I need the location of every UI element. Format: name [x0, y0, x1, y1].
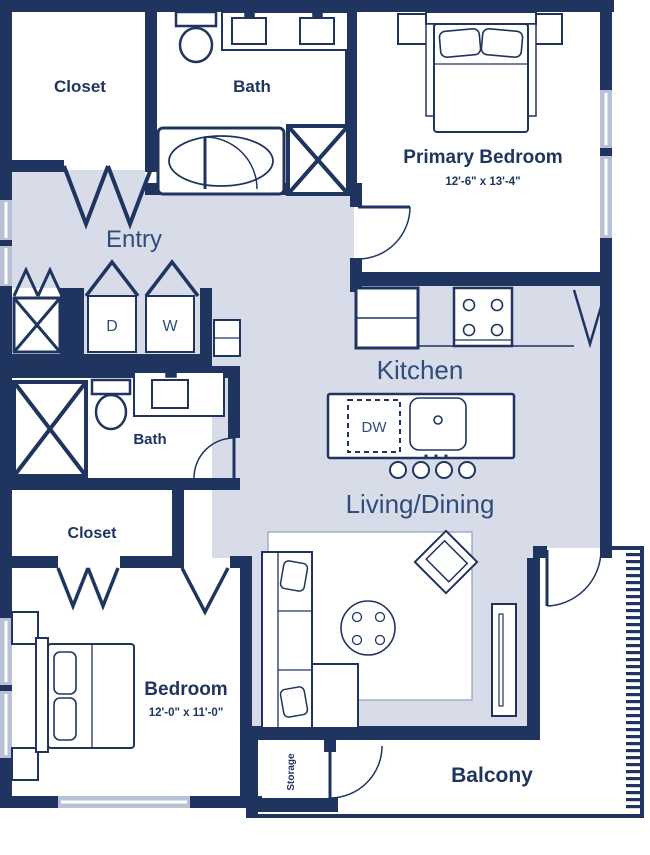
primary-bed-group: [397, 11, 563, 133]
washer-label: W: [162, 318, 178, 335]
primary-bedroom-label: Primary Bedroom: [403, 147, 562, 168]
bath-top-fixtures: [156, 10, 350, 196]
balcony-screen: [626, 552, 640, 812]
linen-shelf-icon: [12, 296, 62, 354]
refrigerator-icon: [354, 286, 420, 350]
bedroom-bed-group: [11, 611, 135, 781]
windows: [0, 90, 612, 808]
toilet-icon: [174, 10, 218, 64]
pillow-icon: [438, 28, 482, 58]
living-group: [261, 529, 517, 729]
linen-doors: [12, 266, 40, 297]
closet-top-label: Closet: [54, 77, 106, 96]
pillow-icon: [279, 686, 309, 718]
window-entry-left: [0, 200, 12, 286]
pillow-icon: [480, 28, 524, 58]
sink-icon: [409, 397, 467, 458]
vanity-icon: [133, 371, 225, 417]
nightstand-icon: [397, 13, 431, 45]
bathtub-icon: [156, 126, 286, 196]
dishwasher-label: DW: [362, 419, 388, 436]
media-console: [491, 603, 517, 717]
kitchen-group: [213, 286, 608, 479]
washer-box: [145, 295, 195, 353]
closet-top-doors: [106, 165, 154, 230]
dryer-box: [87, 295, 137, 353]
range-icon: [452, 286, 514, 348]
window-bedroom-bottom: [58, 796, 190, 808]
bath-second-door: [193, 437, 236, 479]
bed-rail: [527, 23, 537, 117]
living-dining-label: Living/Dining: [346, 489, 495, 519]
storage-label: Storage: [286, 753, 297, 791]
bed-headboard: [35, 637, 49, 753]
primary-bedroom-door: [357, 205, 411, 260]
coffee-table: [340, 600, 396, 656]
closet-second-doors: [56, 567, 90, 611]
nightstand-icon: [11, 747, 39, 781]
storage-door: [328, 745, 383, 799]
laundry-bifold-doors: [84, 259, 140, 298]
accent-chair: [413, 529, 479, 595]
double-vanity-icon: [221, 11, 349, 51]
kitchen-island: [326, 392, 516, 479]
dryer-label: D: [106, 318, 118, 335]
dishwasher-box: [347, 399, 401, 453]
closet-second-doors: [86, 567, 120, 611]
bath-top-door: [203, 136, 258, 190]
linen-doors: [36, 266, 64, 297]
window-bedroom-left: [0, 618, 12, 758]
walls: [0, 0, 644, 818]
laundry-group: [12, 295, 195, 354]
bedroom-label: Bedroom: [144, 679, 227, 700]
bed-headboard: [425, 11, 537, 25]
laundry-bifold-doors: [144, 259, 200, 298]
bed-rail: [425, 23, 435, 117]
pillow-icon: [53, 697, 77, 741]
nightstand-icon: [11, 611, 39, 645]
pantry-door: [572, 289, 608, 349]
bedroom-door: [180, 567, 230, 616]
pillow-icon: [279, 560, 309, 592]
hall-cabinet: [213, 319, 241, 357]
bath-top-label: Bath: [233, 77, 271, 96]
labels: Closet Bath Primary Bedroom 12'-6" x 13'…: [54, 77, 563, 791]
sectional-sofa: [261, 551, 359, 729]
doors: [12, 136, 602, 799]
kitchen-label: Kitchen: [377, 355, 464, 385]
pillow-icon: [53, 651, 77, 695]
closet-second-label: Closet: [68, 525, 118, 542]
bedroom-dims: 12'-0" x 11'-0": [149, 707, 224, 719]
window-primary-right: [600, 90, 612, 238]
closet-top-doors: [62, 165, 110, 230]
balcony-label: Balcony: [451, 764, 533, 787]
shower-icon: [12, 380, 88, 478]
entry-label: Entry: [106, 226, 162, 253]
primary-bedroom-dims: 12'-6" x 13'-4": [445, 176, 520, 188]
toilet-icon: [90, 378, 132, 431]
bath-second-label: Bath: [133, 431, 166, 448]
bath-second-fixtures: [12, 371, 225, 478]
balcony-door: [545, 549, 602, 607]
island-counter: [326, 392, 516, 460]
shower-icon: [286, 124, 350, 196]
bar-stools: [389, 461, 476, 479]
